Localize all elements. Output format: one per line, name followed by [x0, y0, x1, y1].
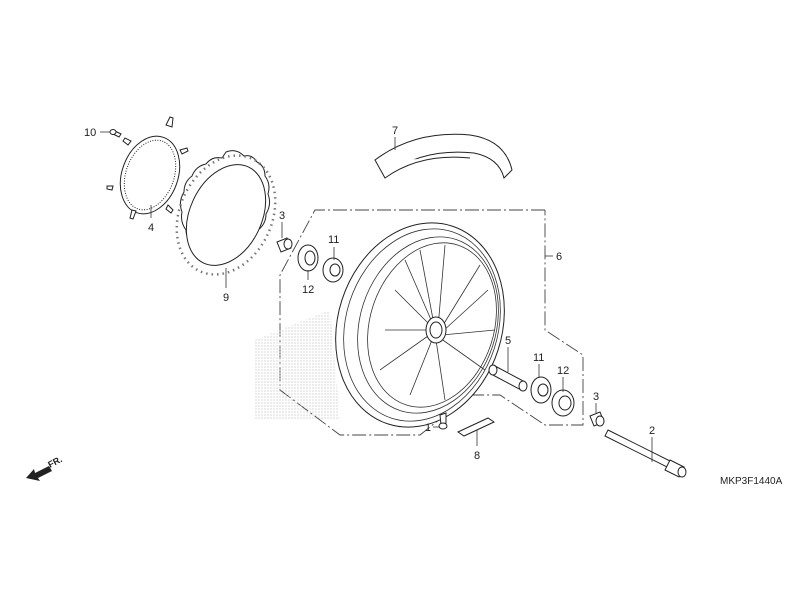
callout-12: 12 [302, 284, 314, 296]
bearing-part [297, 244, 319, 272]
callout-8: 8 [474, 450, 480, 462]
front-direction-label: FR. [46, 454, 63, 470]
collar-part [276, 237, 293, 253]
callout-7: 7 [392, 125, 398, 137]
callout-9: 9 [223, 292, 229, 304]
spacer-part [488, 364, 528, 392]
diagram-code: MKP3F1440A [720, 476, 783, 487]
balance-weight-part [456, 417, 496, 437]
bolt-part [109, 129, 122, 138]
callout-12: 12 [557, 365, 569, 377]
leader-lines [100, 131, 653, 462]
callout-4: 4 [148, 222, 154, 234]
callout-1: 1 [425, 422, 431, 434]
bearing-part [530, 376, 552, 404]
valve-part [438, 412, 448, 430]
pulser-ring-part [106, 116, 189, 220]
callout-3: 3 [593, 391, 599, 403]
collar-part [589, 411, 605, 427]
callout-11: 11 [328, 234, 339, 246]
callout-6: 6 [556, 251, 562, 263]
dust-seal-part [322, 257, 344, 283]
callout-11: 11 [533, 352, 544, 364]
shading [255, 310, 340, 420]
callout-2: 2 [649, 425, 655, 437]
front-direction-arrow-icon [26, 466, 52, 481]
axle-part [604, 429, 687, 478]
callout-5: 5 [505, 335, 511, 347]
assembly-boundary [279, 209, 584, 436]
brake-disc-part [175, 150, 277, 276]
dust-seal-part [551, 389, 575, 417]
tire-part [374, 133, 513, 179]
callout-3: 3 [279, 210, 285, 222]
wheel-part [335, 222, 505, 428]
callout-10: 10 [84, 127, 96, 139]
